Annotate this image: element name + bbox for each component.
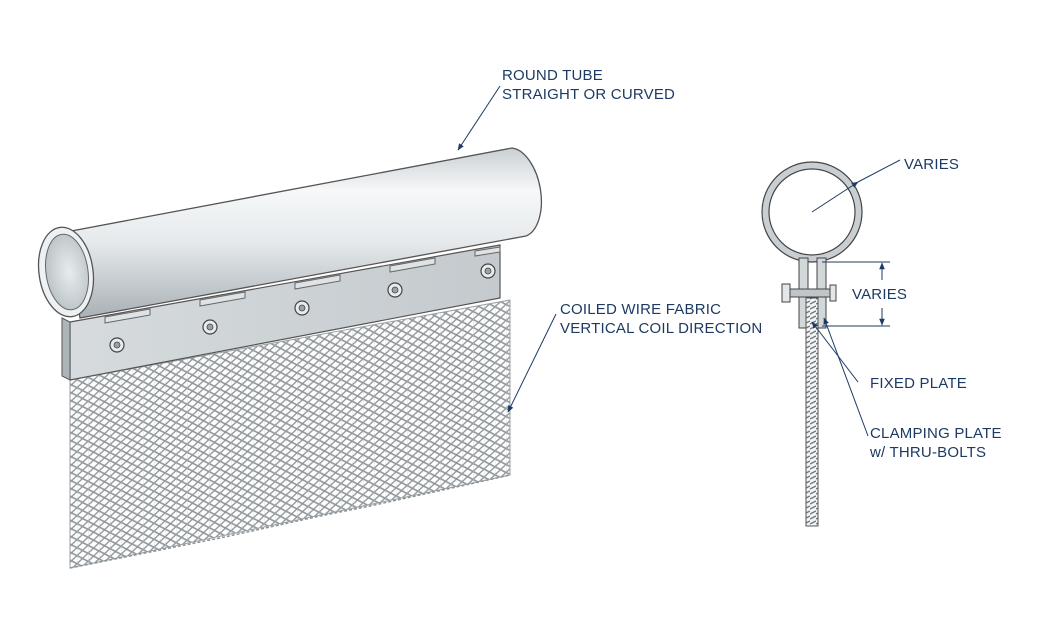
plate-side-edge (61, 317, 71, 381)
bolt-3 (294, 300, 310, 316)
label-round-tube: ROUND TUBE STRAIGHT OR CURVED (502, 66, 675, 104)
plate-tabs (104, 246, 501, 324)
isometric-assembly (37, 147, 543, 569)
thru-bolts (109, 263, 496, 353)
label-coiled-wire-fabric: COILED WIRE FABRIC VERTICAL COIL DIRECTI… (560, 300, 762, 338)
label-clamping-plate: CLAMPING PLATE w/ THRU-BOLTS (870, 424, 1002, 462)
coil-section (805, 297, 819, 527)
label-coiled-wire-line1: COILED WIRE FABRIC (560, 301, 722, 318)
fabric-bottom-edge (69, 474, 511, 569)
label-coiled-wire-line2: VERTICAL COIL DIRECTION (560, 320, 763, 337)
tube-end-opening (45, 233, 89, 311)
coiled-wire-fabric (69, 299, 511, 569)
section-thru-bolt (785, 288, 835, 298)
round-tube (37, 147, 543, 319)
label-round-tube-line2: STRAIGHT OR CURVED (502, 86, 676, 103)
section-view (761, 159, 901, 527)
label-varies-diameter: VARIES (904, 156, 960, 173)
label-clamping-plate-line2: w/ THRU-BOLTS (870, 444, 987, 461)
bolt-2 (202, 319, 218, 335)
bolt-1 (109, 337, 125, 353)
label-round-tube-line1: ROUND TUBE (502, 67, 603, 84)
left-leaders (457, 85, 557, 413)
bolt-5 (480, 263, 496, 279)
bolt-4 (387, 282, 403, 298)
label-varies-height: VARIES (852, 286, 908, 303)
label-fixed-plate: FIXED PLATE (870, 375, 967, 392)
label-clamping-plate-line1: CLAMPING PLATE (870, 425, 1002, 442)
